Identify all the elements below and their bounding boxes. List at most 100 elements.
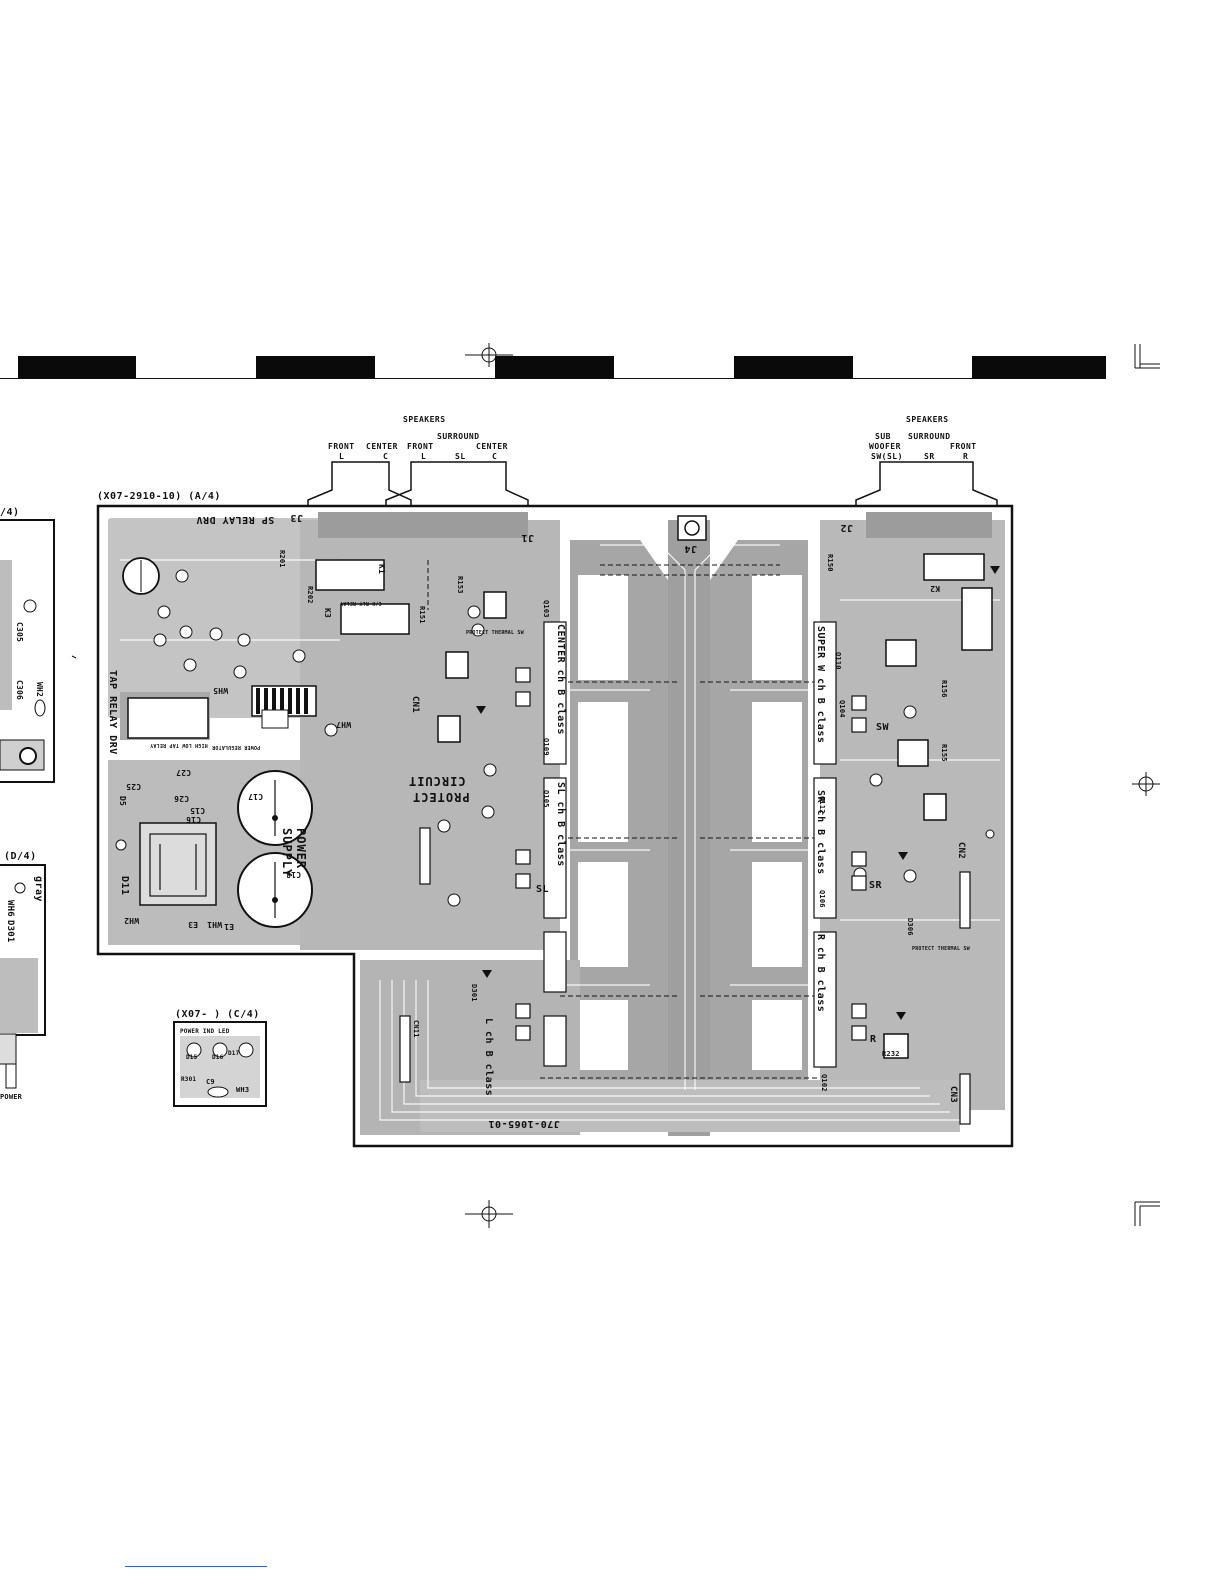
part-r232: R232 bbox=[882, 1050, 900, 1058]
part-c15: C15 bbox=[190, 806, 206, 815]
diode-symbols bbox=[476, 566, 1000, 1020]
section-circuit: CIRCUIT bbox=[408, 774, 466, 788]
connector-cn3: CN3 bbox=[948, 1086, 958, 1103]
part-wh2: WH2 bbox=[124, 916, 140, 925]
footer-link-rule bbox=[125, 1566, 267, 1567]
part-e3: E3 bbox=[188, 920, 199, 929]
speakers-left-center-2: CENTER bbox=[476, 442, 508, 451]
part-d11: D11 bbox=[119, 876, 130, 896]
speakers-left-surround: SURROUND bbox=[437, 432, 480, 441]
part-r151: R151 bbox=[418, 606, 426, 624]
left-channel-transistor-strips bbox=[543, 621, 567, 1067]
part-q105: Q105 bbox=[542, 790, 550, 808]
capacitor-top-left bbox=[122, 557, 160, 595]
mount-j4 bbox=[677, 515, 707, 541]
part-c9: C9 bbox=[206, 1078, 215, 1086]
part-q106: Q106 bbox=[818, 890, 826, 908]
register-rule bbox=[0, 378, 1106, 379]
connector-j2: J2 bbox=[840, 522, 854, 533]
speakers-right-woofer: WOOFER bbox=[869, 442, 901, 451]
capacitor-c18 bbox=[237, 852, 313, 928]
part-high-low-tap-relay: HIGH LOW TAP RELAY bbox=[150, 742, 208, 748]
section-l-ch: L ch B class bbox=[483, 1018, 494, 1097]
part-c17: C17 bbox=[248, 792, 264, 801]
part-wh5: WH5 bbox=[213, 686, 229, 695]
left-partial-c305: C305 bbox=[15, 622, 24, 643]
connector-cn1: CN1 bbox=[410, 696, 420, 713]
part-wh7: WH7 bbox=[336, 720, 352, 729]
relay-boxes bbox=[127, 553, 993, 739]
coils bbox=[437, 591, 947, 1059]
part-q103: Q103 bbox=[542, 600, 550, 618]
part-r153: R153 bbox=[456, 576, 464, 594]
register-bar-4 bbox=[734, 356, 853, 378]
part-power-ind-led: POWER IND LED bbox=[180, 1028, 230, 1035]
left-partial-wh6: WH6 bbox=[5, 900, 15, 917]
part-wh3: WH3 bbox=[236, 1086, 250, 1094]
section-r-ch: R ch B class bbox=[815, 934, 826, 1013]
part-d16: D16 bbox=[212, 1054, 224, 1061]
left-partial-board-top bbox=[0, 519, 55, 783]
connector-j3: J3 bbox=[290, 512, 304, 523]
speakers-left-center-1: CENTER bbox=[366, 442, 398, 451]
corner-mark-bottom-right bbox=[1134, 1201, 1160, 1226]
part-r155: R155 bbox=[940, 744, 948, 762]
speakers-right-sw-sl: SW(SL) bbox=[871, 452, 903, 461]
part-c25: C25 bbox=[126, 782, 142, 791]
registration-mark-top bbox=[465, 343, 513, 367]
section-super-w-ch: SUPER W ch B class bbox=[815, 626, 826, 744]
sub-board-c4 bbox=[173, 1021, 267, 1107]
part-q109: Q109 bbox=[542, 738, 550, 756]
speakers-left-l-2: L bbox=[421, 452, 427, 461]
connector-j4: J4 bbox=[684, 543, 698, 554]
part-e1: E1 bbox=[224, 922, 235, 931]
connector-cn11: CN11 bbox=[412, 1020, 420, 1038]
section-sp-relay-drv: SP RELAY DRV bbox=[196, 514, 275, 525]
section-sl-tag: SL bbox=[536, 884, 550, 895]
speakers-left-title: SPEAKERS bbox=[403, 415, 446, 424]
capacitor-c17 bbox=[237, 770, 313, 846]
speakers-left-front-1: FRONT bbox=[328, 442, 355, 451]
part-c18: C18 bbox=[286, 870, 302, 879]
part-d301: D301 bbox=[470, 984, 478, 1002]
heatsink-regulator bbox=[251, 685, 317, 729]
section-sl-ch: SL ch B class bbox=[555, 782, 566, 867]
section-sr-tag: SR bbox=[869, 880, 883, 891]
connector-cn2: CN2 bbox=[956, 842, 966, 859]
pcb-code: J70-1065-01 bbox=[488, 1118, 560, 1129]
sub-board-label: (X07- ) (C/4) bbox=[175, 1009, 260, 1020]
part-d17: D17 bbox=[228, 1050, 240, 1057]
jumper-lines bbox=[427, 560, 820, 1079]
section-r-tag: R bbox=[870, 1034, 877, 1045]
connector-j1: J1 bbox=[521, 532, 535, 543]
register-bar-2 bbox=[256, 356, 375, 378]
left-partial-gray: gray bbox=[33, 876, 44, 903]
register-bar-5 bbox=[972, 356, 1106, 378]
part-d15: D15 bbox=[186, 1054, 198, 1061]
section-protect: PROTECT bbox=[412, 790, 470, 804]
component-pads bbox=[115, 569, 995, 907]
left-partial-board-bottom bbox=[0, 864, 46, 1089]
part-q102: Q102 bbox=[820, 1074, 828, 1092]
main-board-label: (X07-2910-10) (A/4) bbox=[97, 491, 221, 502]
part-protect-thermal-sw-2: PROTECT THERMAL SW bbox=[912, 946, 970, 952]
left-partial-label-top: /4) bbox=[0, 507, 20, 518]
speakers-left-c-1: C bbox=[383, 452, 389, 461]
section-center-ch: CENTER ch B class bbox=[555, 624, 566, 735]
part-k1: K1 bbox=[377, 564, 386, 575]
part-q104: Q104 bbox=[838, 700, 846, 718]
left-partial-wh2: WH2 bbox=[35, 682, 44, 698]
speakers-left-c-2: C bbox=[492, 452, 498, 461]
part-c16: C16 bbox=[186, 815, 202, 824]
speakers-right-r: R bbox=[963, 452, 969, 461]
part-protect-thermal-sw: PROTECT THERMAL SW bbox=[466, 630, 524, 636]
trace-lines bbox=[120, 544, 1000, 1121]
section-power: POWER bbox=[294, 828, 308, 870]
speaker-terminal-right bbox=[855, 461, 998, 510]
left-partial-label-mid: (D/4) bbox=[4, 851, 37, 862]
connector-headers bbox=[399, 827, 971, 1125]
part-c27: C27 bbox=[176, 768, 192, 777]
speakers-right-title: SPEAKERS bbox=[906, 415, 949, 424]
speakers-right-sr: SR bbox=[924, 452, 935, 461]
part-c26: C26 bbox=[174, 794, 190, 803]
